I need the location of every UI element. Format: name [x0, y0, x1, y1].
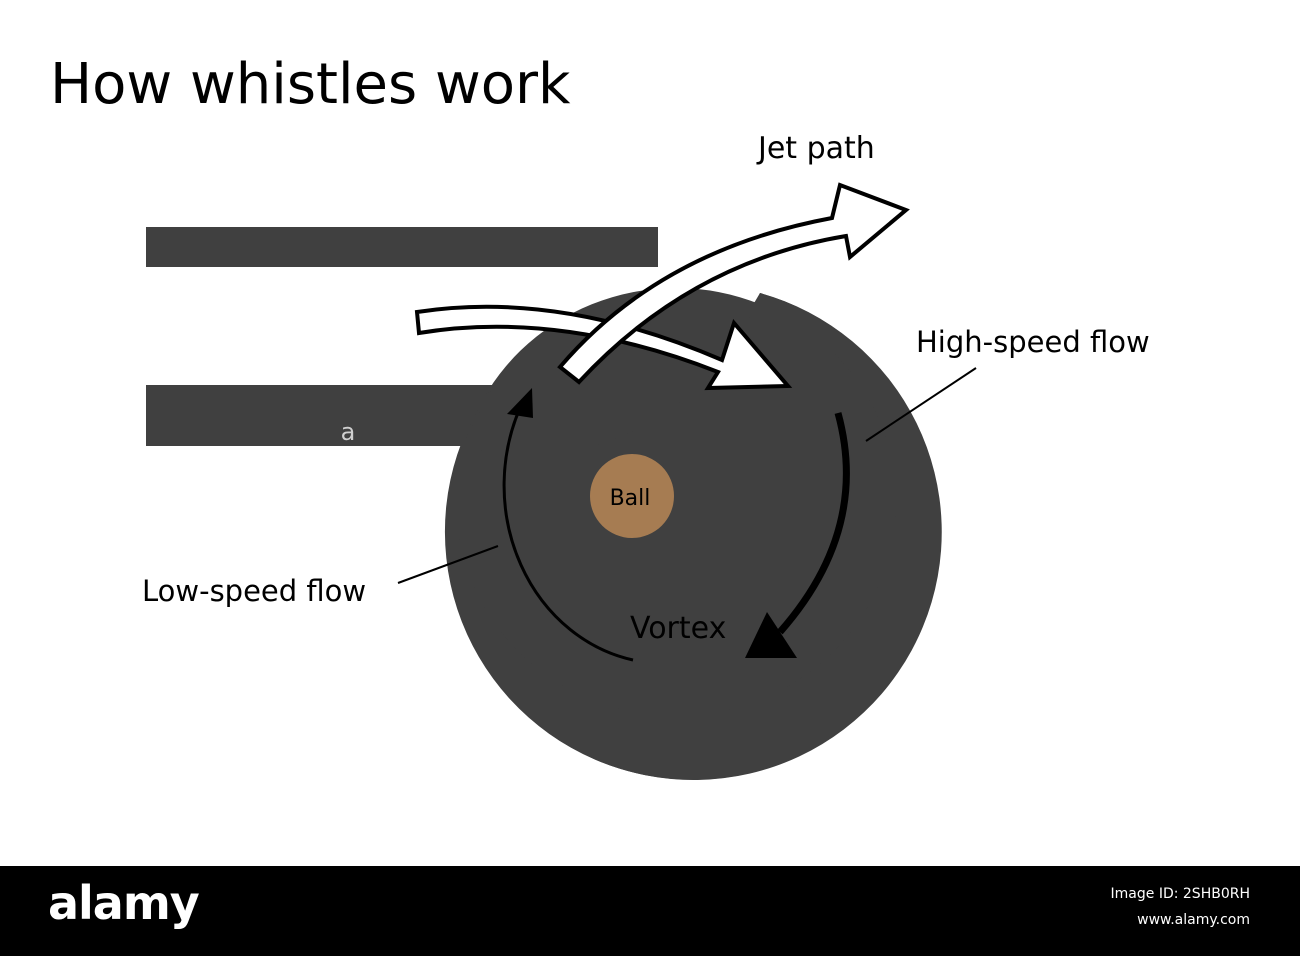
high-speed-leader-line	[865, 367, 977, 442]
vortex-label: Vortex	[630, 611, 726, 646]
footer-bar: alamy Image ID: 2SHB0RH www.alamy.com	[0, 866, 1300, 956]
whistle-bottom-wall	[146, 385, 494, 446]
low-speed-flow-label: Low-speed flow	[142, 574, 366, 608]
whistle-chamber-wall	[146, 293, 941, 780]
low-speed-leader-line	[397, 545, 499, 584]
jet-path-label: Jet path	[756, 131, 875, 166]
jet-path-arrow	[557, 182, 910, 385]
brand-logo: alamy	[48, 876, 200, 930]
high-speed-flow-label: High-speed flow	[916, 325, 1150, 359]
whistle-chamber-shell	[445, 288, 942, 780]
diagram-canvas: How whistles work a Ball	[50, 52, 1150, 780]
site-url: www.alamy.com	[1137, 912, 1250, 928]
whistle-body	[146, 227, 942, 780]
page-title: How whistles work	[50, 52, 571, 117]
high-speed-flow-arrow	[745, 412, 850, 658]
ball	[590, 454, 674, 538]
ball-label: Ball	[610, 486, 651, 511]
watermark-letter: a	[341, 418, 356, 446]
whistle-top-wall	[146, 227, 658, 267]
low-speed-flow-arrow	[502, 388, 634, 662]
whistle-diagram: a Ball Jet path High-speed flow Low-spee…	[142, 131, 1150, 780]
image-id-text: Image ID: 2SHB0RH	[1110, 886, 1250, 902]
